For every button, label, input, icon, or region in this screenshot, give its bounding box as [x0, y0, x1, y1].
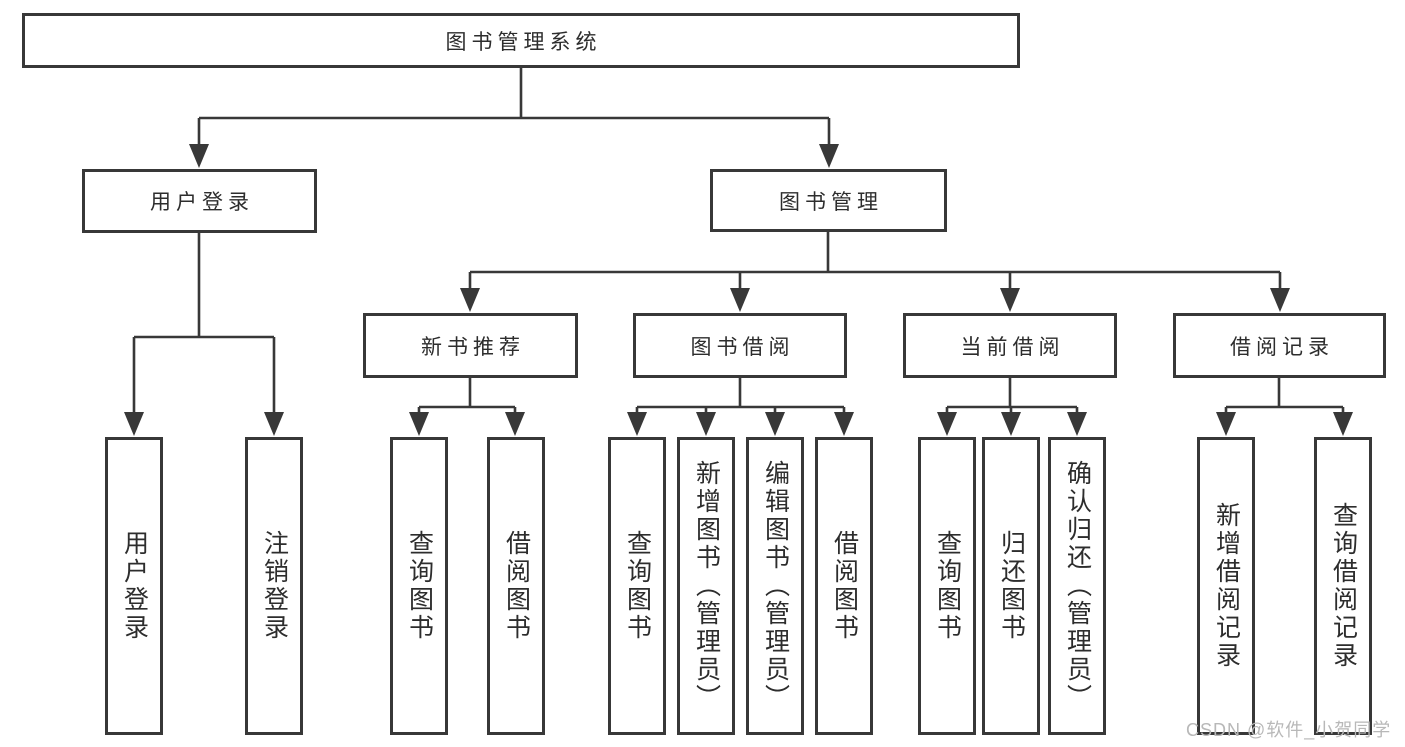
csdn-watermark: CSDN @软件_小贺同学 [1186, 720, 1392, 740]
leaf-user-login: 用户登录 [105, 437, 163, 735]
leaf-label: 归还图书 [997, 530, 1026, 642]
leaf-return-books: 归还图书 [982, 437, 1040, 735]
node-borrowing-records: 借阅记录 [1173, 313, 1386, 378]
leaf-borrow-books-recommend: 借阅图书 [487, 437, 545, 735]
leaf-label: 确认归还（管理员） [1063, 460, 1092, 712]
leaf-query-books-recommend: 查询图书 [390, 437, 448, 735]
leaf-label: 新增图书（管理员） [692, 460, 721, 712]
leaf-label: 注销登录 [260, 530, 289, 642]
node-label: 当前借阅 [960, 335, 1065, 359]
leaf-logout: 注销登录 [245, 437, 303, 735]
leaf-query-books-current: 查询图书 [918, 437, 976, 735]
leaf-label: 查询图书 [623, 530, 652, 642]
node-label: 借阅记录 [1230, 335, 1334, 359]
leaf-label: 新增借阅记录 [1212, 502, 1241, 670]
node-label: 图书借阅 [690, 335, 795, 359]
leaf-query-borrow-record: 查询借阅记录 [1314, 437, 1372, 735]
leaf-label: 查询图书 [405, 530, 434, 642]
leaf-label: 借阅图书 [502, 530, 531, 642]
leaf-label: 用户登录 [120, 530, 149, 642]
node-user-login: 用户登录 [82, 169, 317, 233]
node-book-management: 图书管理 [710, 169, 947, 232]
leaf-label: 查询图书 [933, 530, 962, 642]
leaf-label: 借阅图书 [830, 530, 859, 642]
leaf-add-books-admin: 新增图书（管理员） [677, 437, 735, 735]
leaf-label: 查询借阅记录 [1329, 502, 1358, 670]
leaf-edit-books-admin: 编辑图书（管理员） [746, 437, 804, 735]
leaf-confirm-return-admin: 确认归还（管理员） [1048, 437, 1106, 735]
node-current-borrowing: 当前借阅 [903, 313, 1117, 378]
node-label: 用户登录 [150, 191, 254, 214]
leaf-borrow-books: 借阅图书 [815, 437, 873, 735]
leaf-label: 编辑图书（管理员） [761, 460, 790, 712]
node-book-borrowing: 图书借阅 [633, 313, 847, 378]
node-label: 图书管理系统 [445, 30, 602, 54]
leaf-add-borrow-record: 新增借阅记录 [1197, 437, 1255, 735]
node-new-book-recommend: 新书推荐 [363, 313, 578, 378]
node-label: 新书推荐 [421, 335, 525, 359]
node-library-system: 图书管理系统 [22, 13, 1020, 68]
node-label: 图书管理 [779, 190, 883, 214]
leaf-query-books-borrow: 查询图书 [608, 437, 666, 735]
